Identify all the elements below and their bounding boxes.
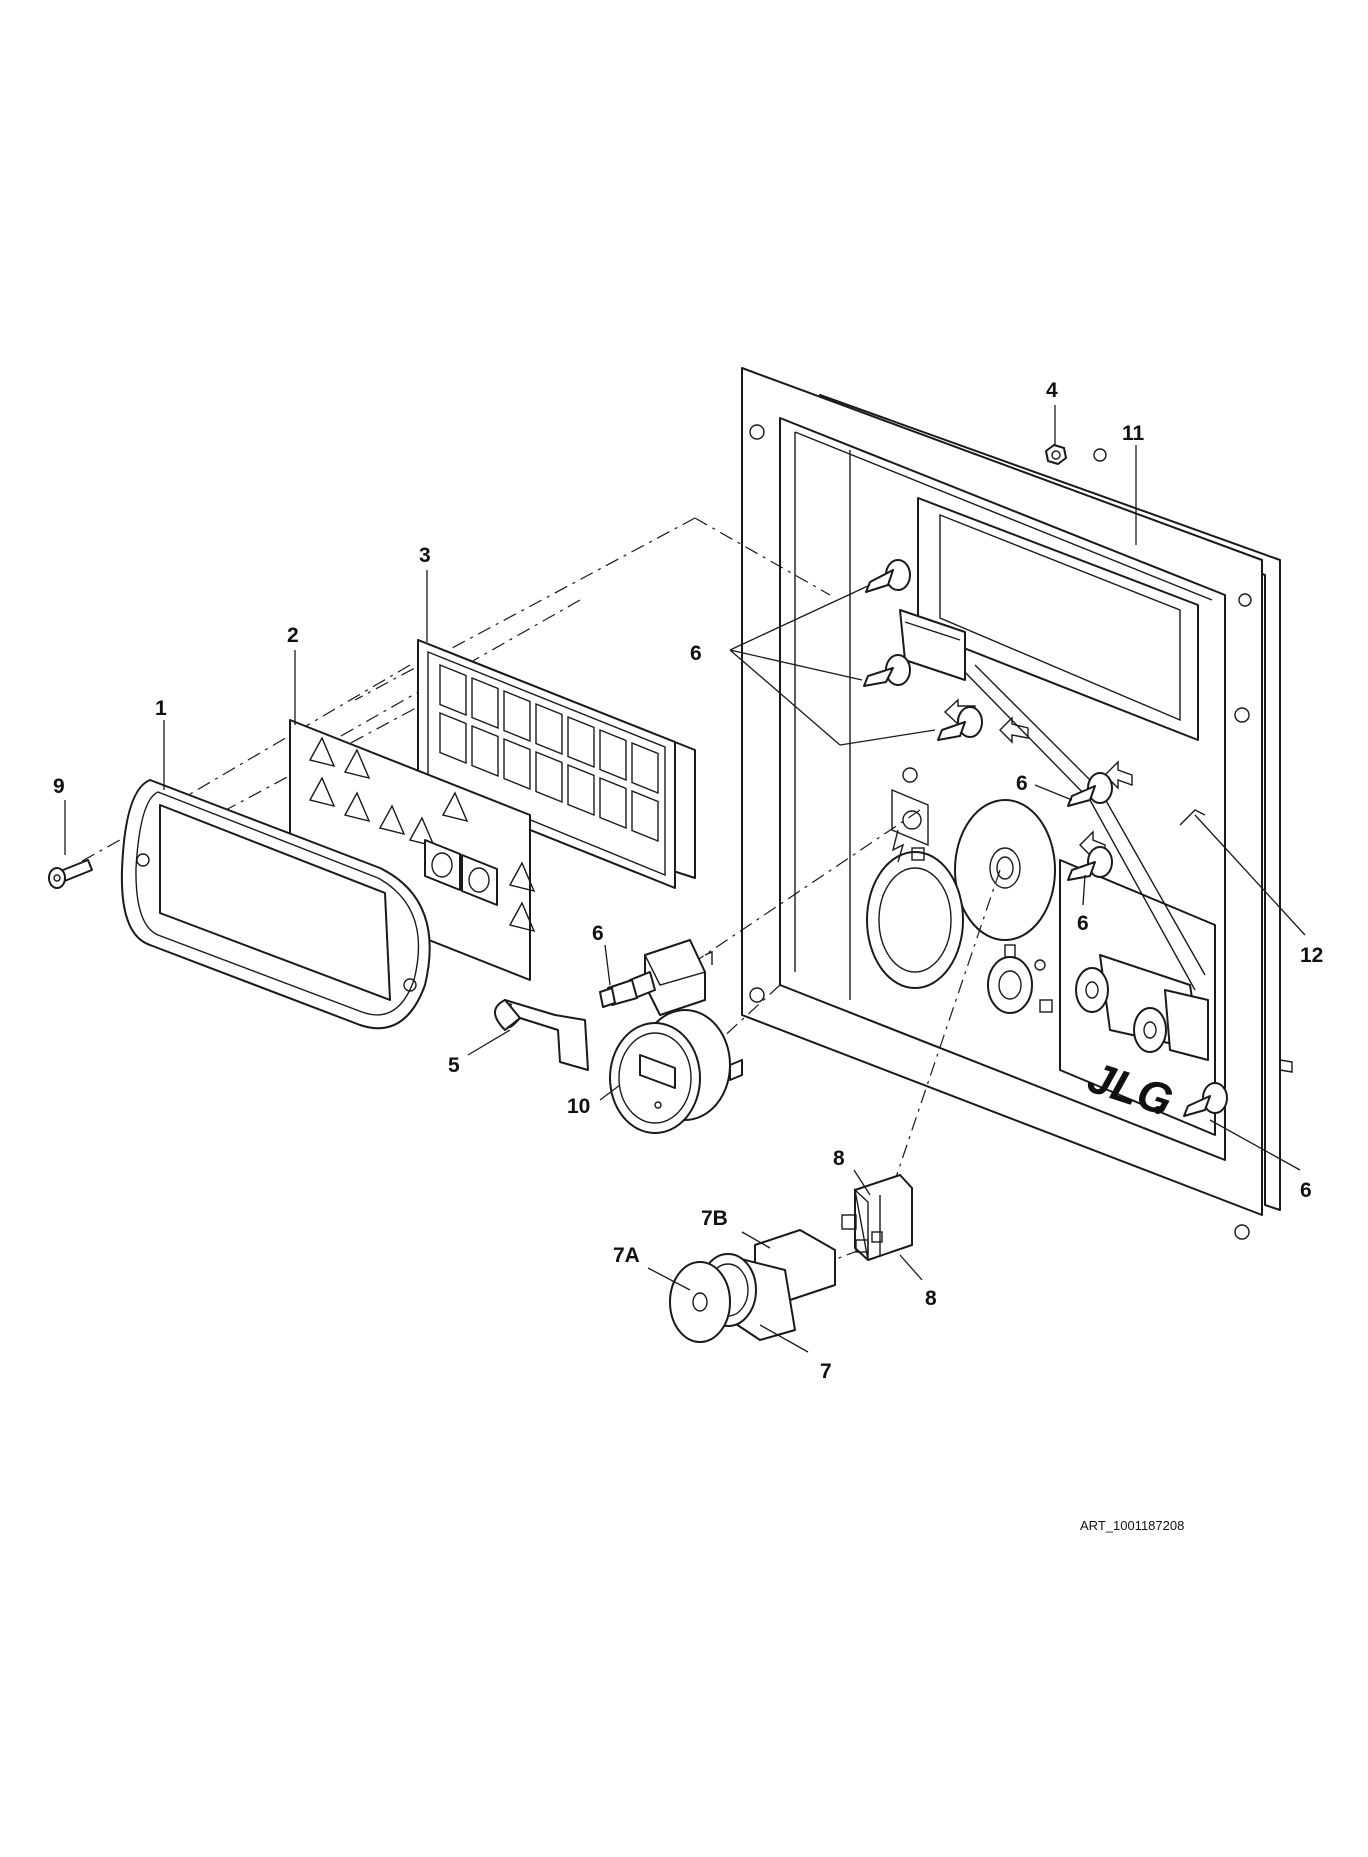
overlay-arrow-icon <box>308 736 336 768</box>
callout-7b: 7B <box>701 1207 728 1230</box>
overlay-square-buttons <box>424 839 498 906</box>
callout-6-top-group: 6 <box>690 642 702 665</box>
toggle-switches-on-panel <box>863 559 1228 1117</box>
callout-6-loose-switch: 6 <box>592 922 604 945</box>
toggle-switch-part <box>599 939 713 1016</box>
indicator-housing-part <box>417 639 696 889</box>
overlay-label-part <box>289 719 536 981</box>
overlay-arrow-icon <box>441 791 469 823</box>
switch-guard-part <box>494 999 589 1071</box>
emergency-stop-part <box>669 1229 836 1343</box>
overlay-arrow-icon <box>308 776 336 808</box>
overlay-arrow-icon <box>508 901 536 933</box>
callout-labels: 1 2 3 4 5 6 6 6 6 6 7 7A 7B 8 8 9 10 11 … <box>53 379 1323 1383</box>
housing-cell <box>567 715 595 769</box>
housing-cell <box>631 789 659 843</box>
overlay-arrow-icon <box>508 861 536 893</box>
callout-12: 12 <box>1300 944 1323 967</box>
overlay-arrow-icon <box>343 791 371 823</box>
overlay-arrow-icon <box>378 804 406 836</box>
callout-5: 5 <box>448 1054 460 1077</box>
callout-8-top: 8 <box>833 1147 845 1170</box>
housing-cell <box>471 724 499 778</box>
callout-10: 10 <box>567 1095 590 1118</box>
overlay-arrow-icon <box>343 748 371 780</box>
callout-11: 11 <box>1122 422 1145 445</box>
callout-4: 4 <box>1046 379 1058 402</box>
overlay-arrow-icon <box>408 816 436 848</box>
callout-6-right-lower: 6 <box>1300 1179 1312 1202</box>
control-box-assembly: JLG <box>741 367 1293 1240</box>
housing-cell <box>535 750 563 804</box>
housing-cell <box>503 689 531 743</box>
housing-cell <box>631 741 659 795</box>
hour-meter-part <box>609 1009 743 1134</box>
callout-6-right-upper: 6 <box>1016 772 1028 795</box>
leader-lines <box>64 405 1306 1353</box>
housing-cell-grid <box>439 663 659 843</box>
bezel-frame-part <box>120 779 431 1030</box>
housing-cell <box>439 663 467 717</box>
art-reference-number: ART_1001187208 <box>1080 1518 1184 1533</box>
overlay-arrow-symbols <box>308 736 536 933</box>
callout-9: 9 <box>53 775 65 798</box>
housing-cell <box>535 702 563 756</box>
housing-cell <box>439 711 467 765</box>
housing-cell <box>599 728 627 782</box>
callout-1: 1 <box>155 697 167 720</box>
callout-2: 2 <box>287 624 299 647</box>
housing-cell <box>567 763 595 817</box>
housing-cell <box>599 776 627 830</box>
callout-6-right-middle: 6 <box>1077 912 1089 935</box>
callout-3: 3 <box>419 544 431 567</box>
callout-8-bottom: 8 <box>925 1287 937 1310</box>
housing-cell <box>471 676 499 730</box>
contact-block-part <box>841 1174 913 1261</box>
screw-part <box>48 859 93 889</box>
callout-7: 7 <box>820 1360 832 1383</box>
callout-7a: 7A <box>613 1244 640 1267</box>
nut-part <box>1045 444 1067 465</box>
housing-cell <box>503 737 531 791</box>
